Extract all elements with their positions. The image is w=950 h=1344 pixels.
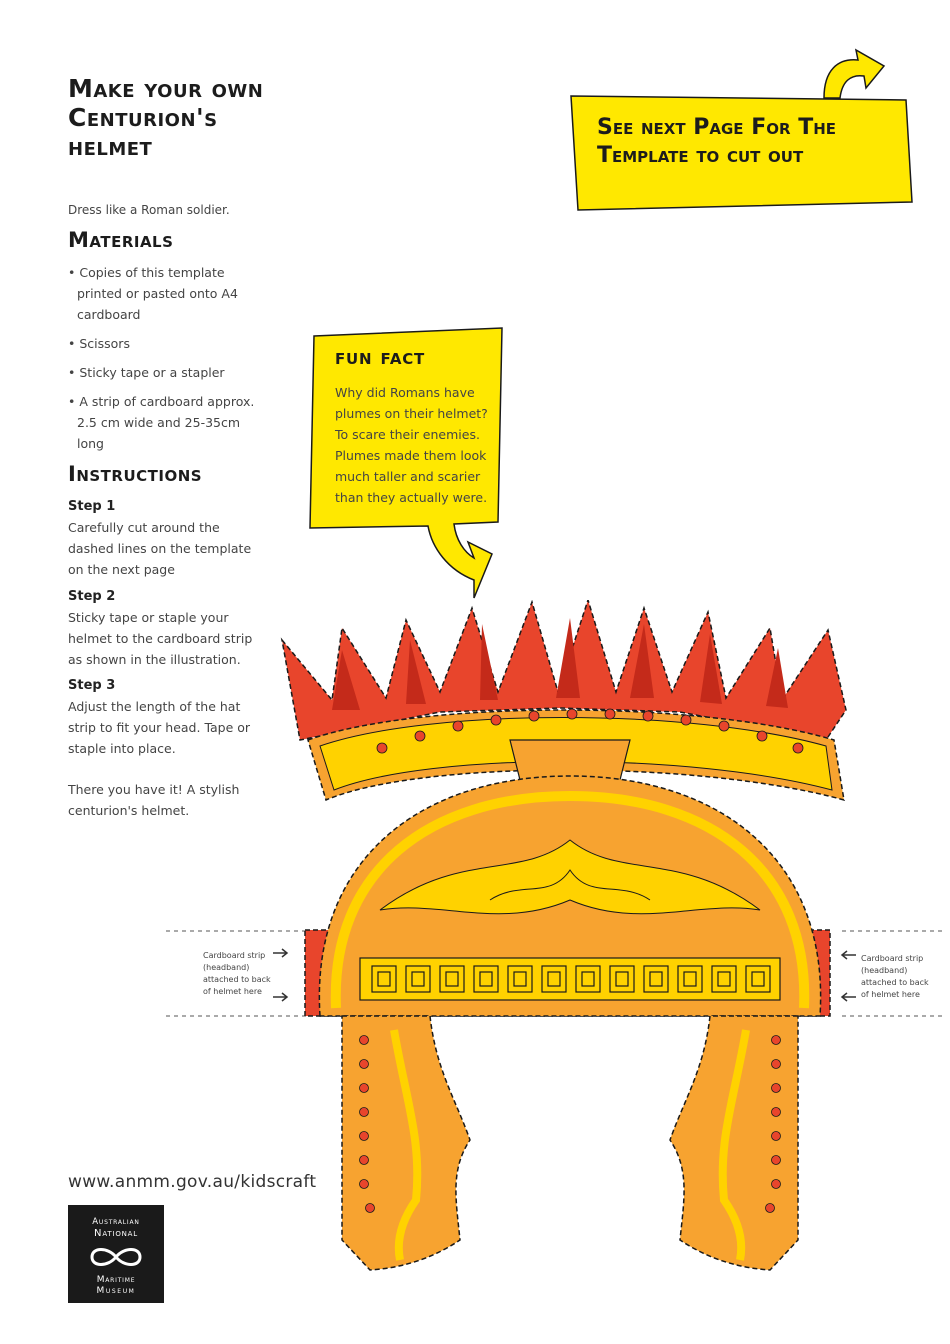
strip-note-right: Cardboard strip (headband) attached to b…	[861, 954, 929, 999]
step-1-title: Step 1	[68, 499, 116, 514]
key-pattern-band	[359, 957, 781, 1001]
arrow-left-icon	[840, 992, 856, 1002]
plume	[280, 600, 847, 741]
museum-logo: Australian National Maritime Museum	[68, 1205, 164, 1303]
helmet-illustration	[166, 600, 944, 1271]
list-item: A strip of cardboard approx. 2.5 cm wide…	[66, 391, 266, 454]
strip-note-left: Cardboard strip (headband) attached to b…	[203, 951, 271, 996]
materials-list: Copies of this template printed or paste…	[66, 262, 266, 462]
website-link[interactable]: www.anmm.gov.au/kidscraft	[68, 1172, 317, 1192]
logo-line-1: Australian	[92, 1217, 140, 1227]
fun-fact-title: fun fact	[335, 345, 426, 369]
logo-line-3: Maritime	[96, 1275, 136, 1285]
list-item: Scissors	[66, 333, 266, 354]
page-title: Make your own Centurion's helmet	[68, 74, 264, 161]
right-cheek-guard	[669, 1015, 799, 1271]
arrow-left-icon	[840, 950, 856, 960]
step-1-text: Carefully cut around the dashed lines on…	[68, 520, 252, 577]
arrow-icon	[823, 48, 886, 99]
logo-line-4: Museum	[96, 1286, 136, 1296]
page-subtitle: Dress like a Roman soldier.	[68, 203, 230, 217]
knot-icon	[90, 1248, 142, 1266]
step-2-title: Step 2	[68, 589, 116, 604]
instructions-heading: Instructions	[68, 462, 203, 486]
list-item: Sticky tape or a stapler	[66, 362, 266, 383]
template-callout-box	[570, 48, 913, 211]
left-cheek-guard	[341, 1015, 471, 1271]
step-2-text: Sticky tape or staple your helmet to the…	[68, 610, 253, 667]
fun-fact-box	[309, 327, 503, 599]
list-item: Copies of this template printed or paste…	[66, 262, 266, 325]
logo-line-2: National	[94, 1228, 138, 1239]
step-3-text: Adjust the length of the hat strip to fi…	[68, 699, 251, 756]
materials-heading: Materials	[68, 228, 174, 252]
fun-fact-text: Why did Romans have plumes on their helm…	[335, 385, 488, 505]
callout-text: See next Page For The Template to cut ou…	[597, 115, 837, 168]
arrow-right-icon	[273, 948, 289, 958]
arrow-right-icon	[273, 992, 289, 1002]
closing-text: There you have it! A stylish centurion's…	[68, 782, 240, 818]
step-3-title: Step 3	[68, 678, 116, 693]
